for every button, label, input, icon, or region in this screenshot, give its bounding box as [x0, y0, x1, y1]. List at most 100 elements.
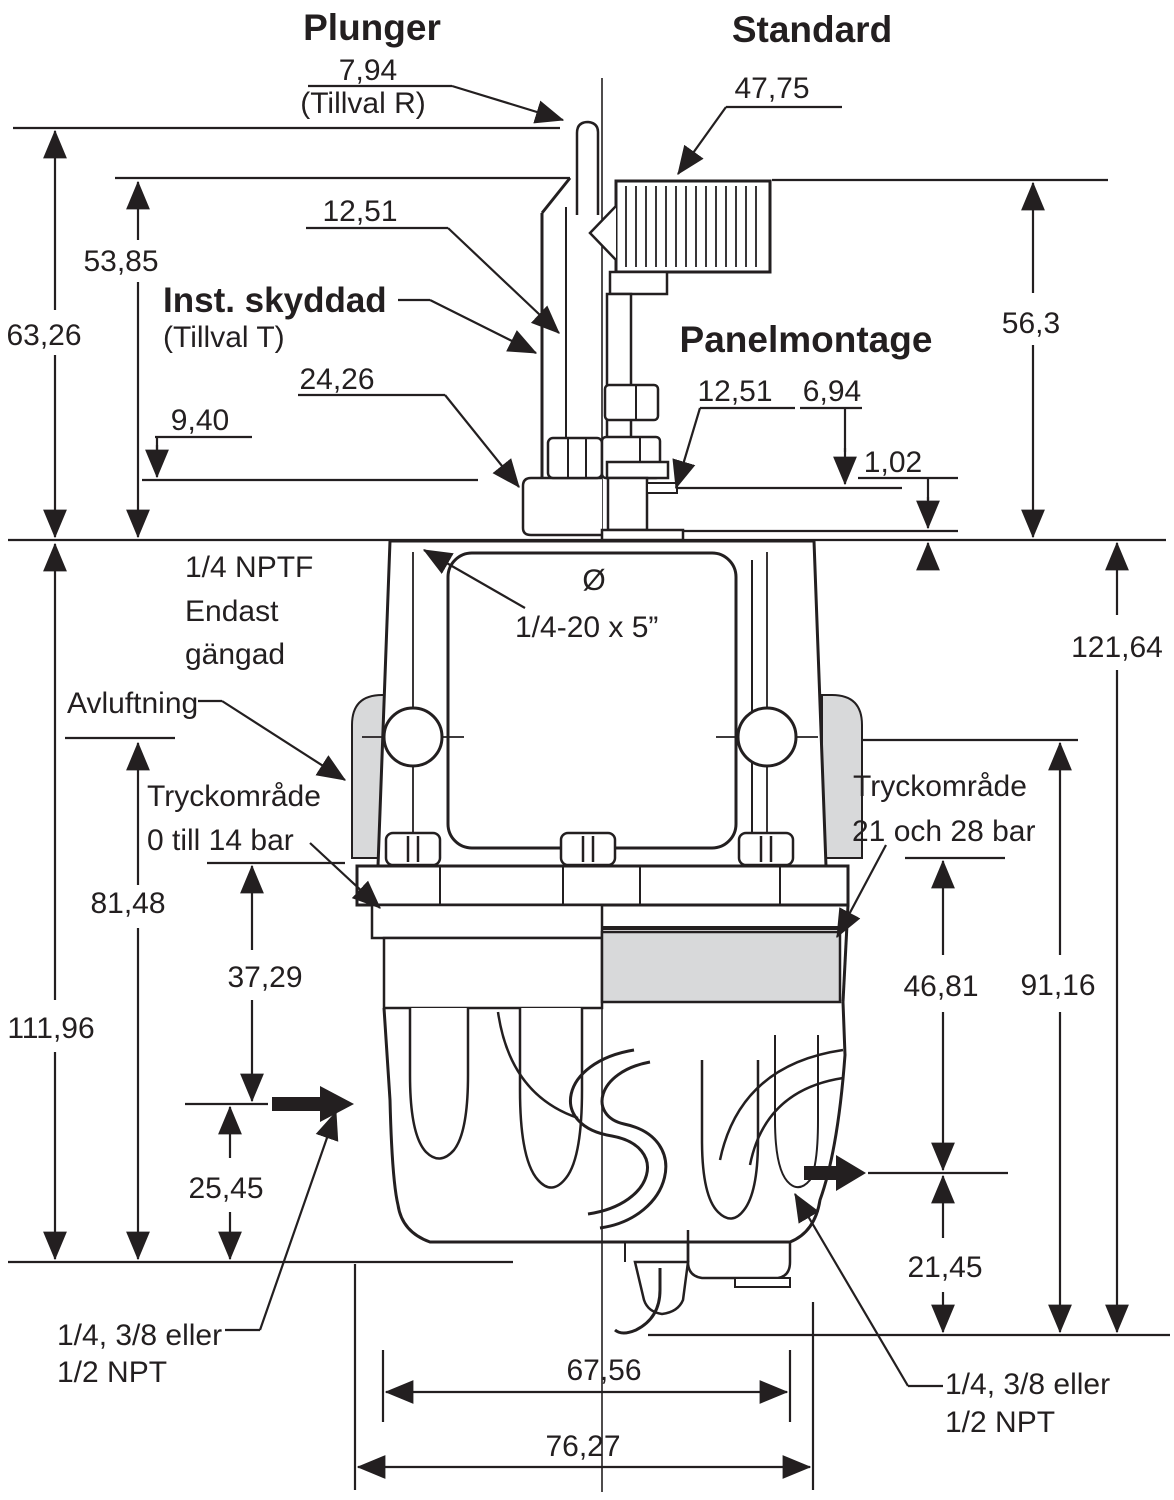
dim-46-81-label: 46,81 — [903, 970, 978, 1003]
leader-range-low — [309, 842, 381, 909]
dim-76-27-label: 76,27 — [545, 1430, 620, 1463]
bottom-right-tab — [734, 1277, 791, 1288]
right-prong-2 — [774, 1035, 819, 1189]
plunger-title: Plunger — [303, 7, 441, 48]
npt-left-line2: 1/2 NPT — [57, 1356, 167, 1389]
protective-cap — [521, 177, 604, 537]
leader-7-94 — [451, 84, 565, 124]
protected-title: Inst. skyddad — [163, 281, 387, 320]
dim-25-45-label: 25,45 — [188, 1172, 263, 1205]
leader-47-75 — [677, 106, 727, 175]
npt-right-line1: 1/4, 3/8 eller — [945, 1368, 1110, 1401]
screw-center — [559, 831, 617, 867]
knob-break-line — [588, 205, 617, 261]
vent-label: Avluftning — [67, 687, 198, 720]
section-cut-s-inner — [599, 1060, 668, 1230]
diameter-symbol: Ø — [582, 564, 605, 597]
left-prong-2 — [518, 1008, 584, 1189]
range-low-line2: 0 till 14 bar — [147, 824, 294, 857]
outlet-arrow-shaft — [804, 1166, 836, 1180]
dim-53-85-label: 53,85 — [83, 245, 158, 278]
flange-dividers — [439, 866, 781, 905]
left-passage-arc — [496, 1011, 579, 1120]
right-prong-1 — [700, 1060, 760, 1220]
screw-left — [384, 831, 442, 867]
leader-thread — [422, 549, 526, 609]
screw-right — [737, 831, 795, 867]
left-mount-hole — [382, 706, 444, 768]
left-spring-body — [382, 936, 604, 1010]
range-low-line1: Tryckområde — [147, 780, 321, 813]
dim-9-40-bracket — [155, 435, 252, 450]
bonnet-cover — [446, 551, 738, 850]
leader-12-51-panel — [672, 407, 702, 490]
panel-hardware — [600, 292, 685, 542]
nptf-note-line1: 1/4 NPTF — [185, 551, 313, 584]
dim-7-94-label: 7,94 — [339, 54, 397, 87]
leader-24-26 — [444, 394, 520, 488]
npt-left-line1: 1/4, 3/8 eller — [57, 1319, 222, 1352]
dimension-lines — [43, 129, 1129, 1479]
dim-24-26-label: 24,26 — [299, 363, 374, 396]
outlet-arrow-head — [836, 1155, 866, 1191]
standard-title: Standard — [732, 9, 892, 50]
npt-right-line2: 1/2 NPT — [945, 1406, 1055, 1439]
dim-9-40-label: 9,40 — [171, 404, 229, 437]
plunger-option-label: (Tillval R) — [300, 87, 426, 120]
right-passage-arc-1 — [718, 1048, 844, 1161]
leader-range-high — [836, 844, 887, 939]
regulator-body — [272, 120, 866, 1335]
labels: Plunger 7,94 (Tillval R) Standard 47,75 … — [6, 7, 1162, 1463]
bottom-right-flange — [686, 1242, 792, 1280]
panel-title: Panelmontage — [680, 319, 933, 360]
leader-12-51-top — [447, 227, 560, 334]
dim-63-26-label: 63,26 — [6, 319, 81, 352]
panel-bracket-foot — [600, 528, 685, 542]
panel-bracket-tab — [646, 482, 678, 494]
thread-note: 1/4-20 x 5” — [515, 611, 658, 644]
dim-56-3-label: 56,3 — [1002, 307, 1060, 340]
dim-1-02-bracket — [858, 476, 958, 500]
leader-npt-right — [794, 1192, 909, 1387]
lower-body-left — [382, 1007, 602, 1244]
leader-vent — [221, 700, 347, 781]
dim-6-94-bracket — [800, 406, 862, 452]
dim-111-96-label: 111,96 — [7, 1012, 94, 1045]
reference-lines — [8, 78, 1170, 1492]
panel-bracket — [606, 476, 649, 532]
right-mount-tab — [821, 694, 863, 859]
dim-91-16-label: 91,16 — [1020, 969, 1095, 1002]
inlet-arrow-head — [320, 1086, 354, 1122]
plunger-rod — [575, 120, 600, 215]
stem-washer — [605, 460, 670, 480]
range-high-line2: 21 och 28 bar — [852, 815, 1035, 848]
range-high-line1: Tryckområde — [853, 770, 1027, 803]
leader-npt-left — [258, 1110, 339, 1331]
cap-flange — [521, 476, 602, 537]
dim-121-64-label: 121,64 — [1071, 631, 1163, 664]
bottom-hook — [614, 1268, 662, 1335]
knob-knurling — [625, 186, 757, 267]
dim-12-51-top-label: 12,51 — [322, 195, 397, 228]
dim-21-45-label: 21,45 — [907, 1251, 982, 1284]
dim-67-56-label: 67,56 — [566, 1354, 641, 1387]
dim-47-75-label: 47,75 — [734, 72, 809, 105]
protected-option-label: (Tillval T) — [163, 321, 285, 354]
dim-1-02-label: 1,02 — [864, 446, 922, 479]
dim-6-94-label: 6,94 — [803, 375, 861, 408]
cap-top-slant — [540, 177, 572, 214]
left-spring-step — [370, 903, 604, 940]
leader-inst — [429, 299, 538, 354]
leader-lines — [198, 84, 943, 1388]
dim-12-51-panel-label: 12,51 — [697, 375, 772, 408]
knob-hub — [608, 270, 669, 296]
inlet-arrow-shaft — [272, 1097, 320, 1111]
flange-band — [355, 864, 850, 907]
right-mount-hole — [736, 706, 798, 768]
section-cut-s-outer — [569, 1048, 649, 1216]
stem-hex-nut — [603, 383, 660, 422]
dim-37-29-label: 37,29 — [227, 961, 302, 994]
knob-outline — [614, 179, 772, 274]
